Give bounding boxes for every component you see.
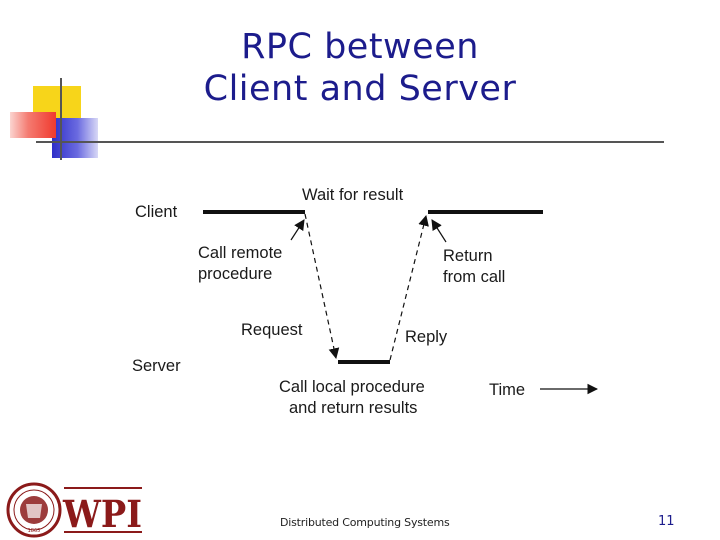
return-label-line1: Return <box>443 247 493 265</box>
slide-title: RPC between Client and Server <box>110 26 610 110</box>
wpi-logo-text: WPI <box>62 492 142 536</box>
call-remote-pointer-arrow <box>290 219 305 241</box>
wpi-logo: 1865 WPI <box>6 482 142 538</box>
footer-text: Distributed Computing Systems <box>280 516 450 529</box>
request-label: Request <box>241 321 303 339</box>
deco-red-square <box>10 112 56 138</box>
call-remote-label-line1: Call remote <box>198 244 282 262</box>
return-label-line2: from call <box>443 268 505 286</box>
page-number: 11 <box>658 514 675 529</box>
return-pointer-arrow <box>431 219 447 243</box>
call-remote-label-line2: procedure <box>198 265 272 283</box>
slide-title-line1: RPC between <box>241 27 479 67</box>
time-label: Time <box>489 381 525 399</box>
call-local-label-line2: and return results <box>289 399 417 417</box>
slide-title-line2: Client and Server <box>203 69 517 109</box>
svg-text:1865: 1865 <box>28 528 41 534</box>
reply-arrow <box>389 214 429 361</box>
client-label: Client <box>135 203 178 221</box>
request-arrow <box>304 213 340 360</box>
wpi-seal-icon: 1865 <box>6 482 62 538</box>
call-local-label-line1: Call local procedure <box>279 378 425 396</box>
reply-label: Reply <box>405 328 448 346</box>
deco-vertical-rule <box>60 78 62 160</box>
wait-for-result-label: Wait for result <box>302 186 404 204</box>
title-underline-rule <box>36 141 664 143</box>
server-label: Server <box>132 357 181 375</box>
deco-blue-square <box>52 118 98 158</box>
